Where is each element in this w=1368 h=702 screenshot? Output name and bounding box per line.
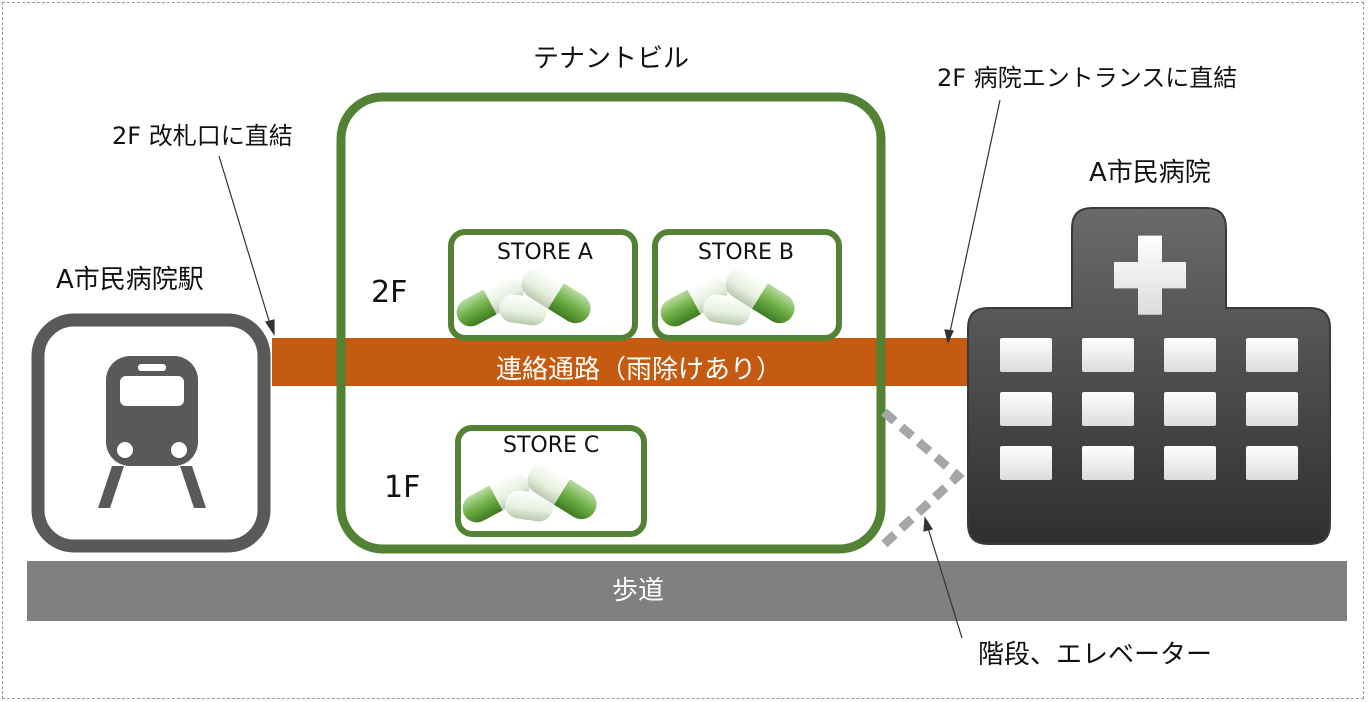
train-station-icon bbox=[31, 313, 271, 553]
hospital-connection-note: 2F 病院エントランスに直結 bbox=[937, 64, 1238, 92]
corridor-label: 連絡通路（雨除けあり） bbox=[496, 355, 783, 385]
corridor-bar bbox=[272, 338, 972, 386]
tenant-building-outline bbox=[336, 92, 886, 554]
store-a-box bbox=[448, 229, 638, 341]
sidewalk-bar bbox=[27, 561, 1347, 621]
store-b-label: STORE B bbox=[698, 240, 794, 265]
station-name: A市民病院駅 bbox=[56, 265, 204, 295]
building-title: テナントビル bbox=[533, 44, 690, 74]
store-a-capsules-image bbox=[451, 263, 597, 332]
hospital-icon bbox=[967, 207, 1331, 545]
store-b-capsules-image bbox=[655, 263, 801, 332]
hospital-name: A市民病院 bbox=[1089, 158, 1211, 188]
floor-1f-label: 1F bbox=[384, 470, 421, 505]
stairs-leader-line bbox=[927, 527, 963, 639]
store-a-label: STORE A bbox=[497, 240, 593, 265]
station-leader-arrow bbox=[265, 319, 275, 336]
stairs-path bbox=[876, 408, 965, 552]
station-leader-line bbox=[218, 155, 271, 325]
store-c-box bbox=[455, 425, 647, 537]
station-connection-note: 2F 改札口に直結 bbox=[112, 122, 293, 150]
hospital-leader-arrow bbox=[944, 329, 954, 344]
sidewalk-label: 歩道 bbox=[612, 576, 665, 606]
hospital-leader-line bbox=[949, 99, 1001, 333]
stairs-label: 階段、エレベーター bbox=[978, 640, 1213, 670]
stairs-leader-arrow bbox=[923, 516, 933, 532]
store-c-label: STORE C bbox=[503, 433, 600, 458]
floor-2f-label: 2F bbox=[371, 275, 408, 310]
store-b-box bbox=[652, 229, 842, 341]
store-c-capsules-image bbox=[457, 459, 603, 528]
